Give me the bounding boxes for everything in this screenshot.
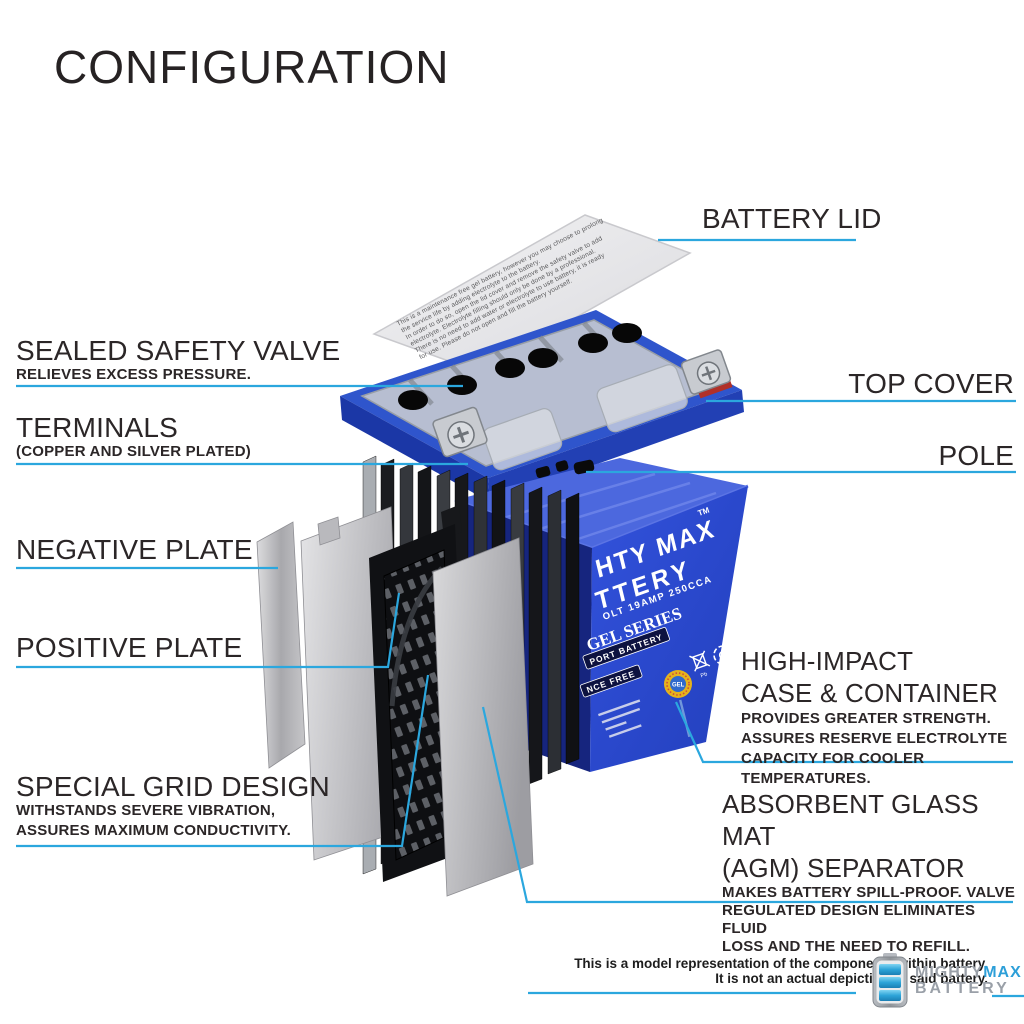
logo-word-mightymax: MIGHTYMAX: [915, 965, 1022, 981]
callout-positive-plate: POSITIVE PLATE: [16, 632, 243, 663]
battery-logo-icon: [872, 953, 908, 1008]
safety-valve-caps: [398, 323, 642, 410]
pole-label: POLE: [938, 440, 1014, 471]
high-impact-desc-3: CAPACITY FOR COOLER TEMPERATURES.: [741, 750, 925, 787]
pb-disposal-icon: Pb: [689, 650, 711, 679]
special-grid-desc-1: WITHSTANDS SEVERE VIBRATION,: [16, 802, 276, 820]
callout-negative-plate: NEGATIVE PLATE: [16, 534, 253, 565]
pole-part: [535, 459, 595, 478]
leader-high-impact: [674, 701, 1013, 764]
terminals-desc: (COPPER AND SILVER PLATED): [16, 443, 251, 461]
battery-lid-label: BATTERY LID: [702, 203, 882, 234]
high-impact-title-2: CASE & CONTAINER: [741, 678, 998, 708]
negative-plate-label: NEGATIVE PLATE: [16, 534, 253, 565]
agm-desc-3: LOSS AND THE NEED TO REFILL.: [722, 938, 971, 955]
high-impact-desc-1: PROVIDES GREATER STRENGTH.: [741, 710, 991, 727]
agm-separator-part: [432, 537, 534, 897]
logo-word-battery: BATTERY: [915, 980, 1010, 997]
callout-top-cover: TOP COVER: [848, 368, 1014, 399]
mighty-max-logo: MIGHTYMAX BATTERY: [872, 953, 1022, 1009]
svg-text:Pb: Pb: [700, 671, 708, 679]
leader-special-grid: [16, 674, 430, 848]
gel-badge-icon: GEL: [664, 670, 692, 698]
exploded-plates: [256, 505, 534, 897]
callout-sealed-safety-valve: SEALED SAFETY VALVE RELIEVES EXCESS PRES…: [16, 336, 340, 385]
logo-max: MAX: [983, 964, 1022, 981]
negative-plate-part: [256, 521, 306, 769]
sealed-safety-valve-label: SEALED SAFETY VALVE: [16, 335, 341, 366]
terminal-left: [432, 406, 488, 458]
callout-battery-lid: BATTERY LID: [702, 203, 882, 234]
special-grid-label: SPECIAL GRID DESIGN: [16, 771, 330, 802]
callout-terminals: TERMINALS (COPPER AND SILVER PLATED): [16, 413, 251, 462]
logo-mighty: MIGHTY: [915, 964, 984, 981]
leader-positive-plate: [16, 592, 401, 669]
terminal-right: [680, 349, 733, 399]
agm-title-2: (AGM) SEPARATOR: [722, 853, 965, 883]
top-cover-label: TOP COVER: [848, 368, 1014, 399]
svg-text:GEL: GEL: [672, 683, 685, 689]
trademark-symbol: TM: [697, 505, 711, 517]
special-grid-desc-2: ASSURES MAXIMUM CONDUCTIVITY.: [16, 822, 291, 840]
sealed-safety-valve-desc: RELIEVES EXCESS PRESSURE.: [16, 366, 252, 384]
leader-agm: [481, 706, 1013, 904]
agm-desc-2: REGULATED DESIGN ELIMINATES FLUID: [722, 902, 976, 937]
page-title: CONFIGURATION: [54, 41, 450, 93]
high-impact-desc-2: ASSURES RESERVE ELECTROLYTE: [741, 730, 1008, 747]
high-impact-title-1: HIGH-IMPACT: [741, 646, 914, 676]
callout-agm: ABSORBENT GLASS MAT (AGM) SEPARATOR MAKE…: [722, 788, 1024, 956]
positive-plate-label: POSITIVE PLATE: [16, 632, 243, 663]
callout-high-impact: HIGH-IMPACT CASE & CONTAINER PROVIDES GR…: [741, 645, 1024, 789]
callout-special-grid: SPECIAL GRID DESIGN WITHSTANDS SEVERE VI…: [16, 772, 330, 841]
disclaimer-line-2: It is not an actual depiction of said ba…: [715, 971, 988, 986]
agm-desc-1: MAKES BATTERY SPILL-PROOF. VALVE: [722, 884, 1016, 901]
recycle-icon: [713, 645, 733, 665]
callout-pole: POLE: [938, 440, 1014, 471]
agm-title-1: ABSORBENT GLASS MAT: [722, 789, 979, 851]
terminals-label: TERMINALS: [16, 412, 179, 443]
top-cover-part: [340, 310, 744, 502]
